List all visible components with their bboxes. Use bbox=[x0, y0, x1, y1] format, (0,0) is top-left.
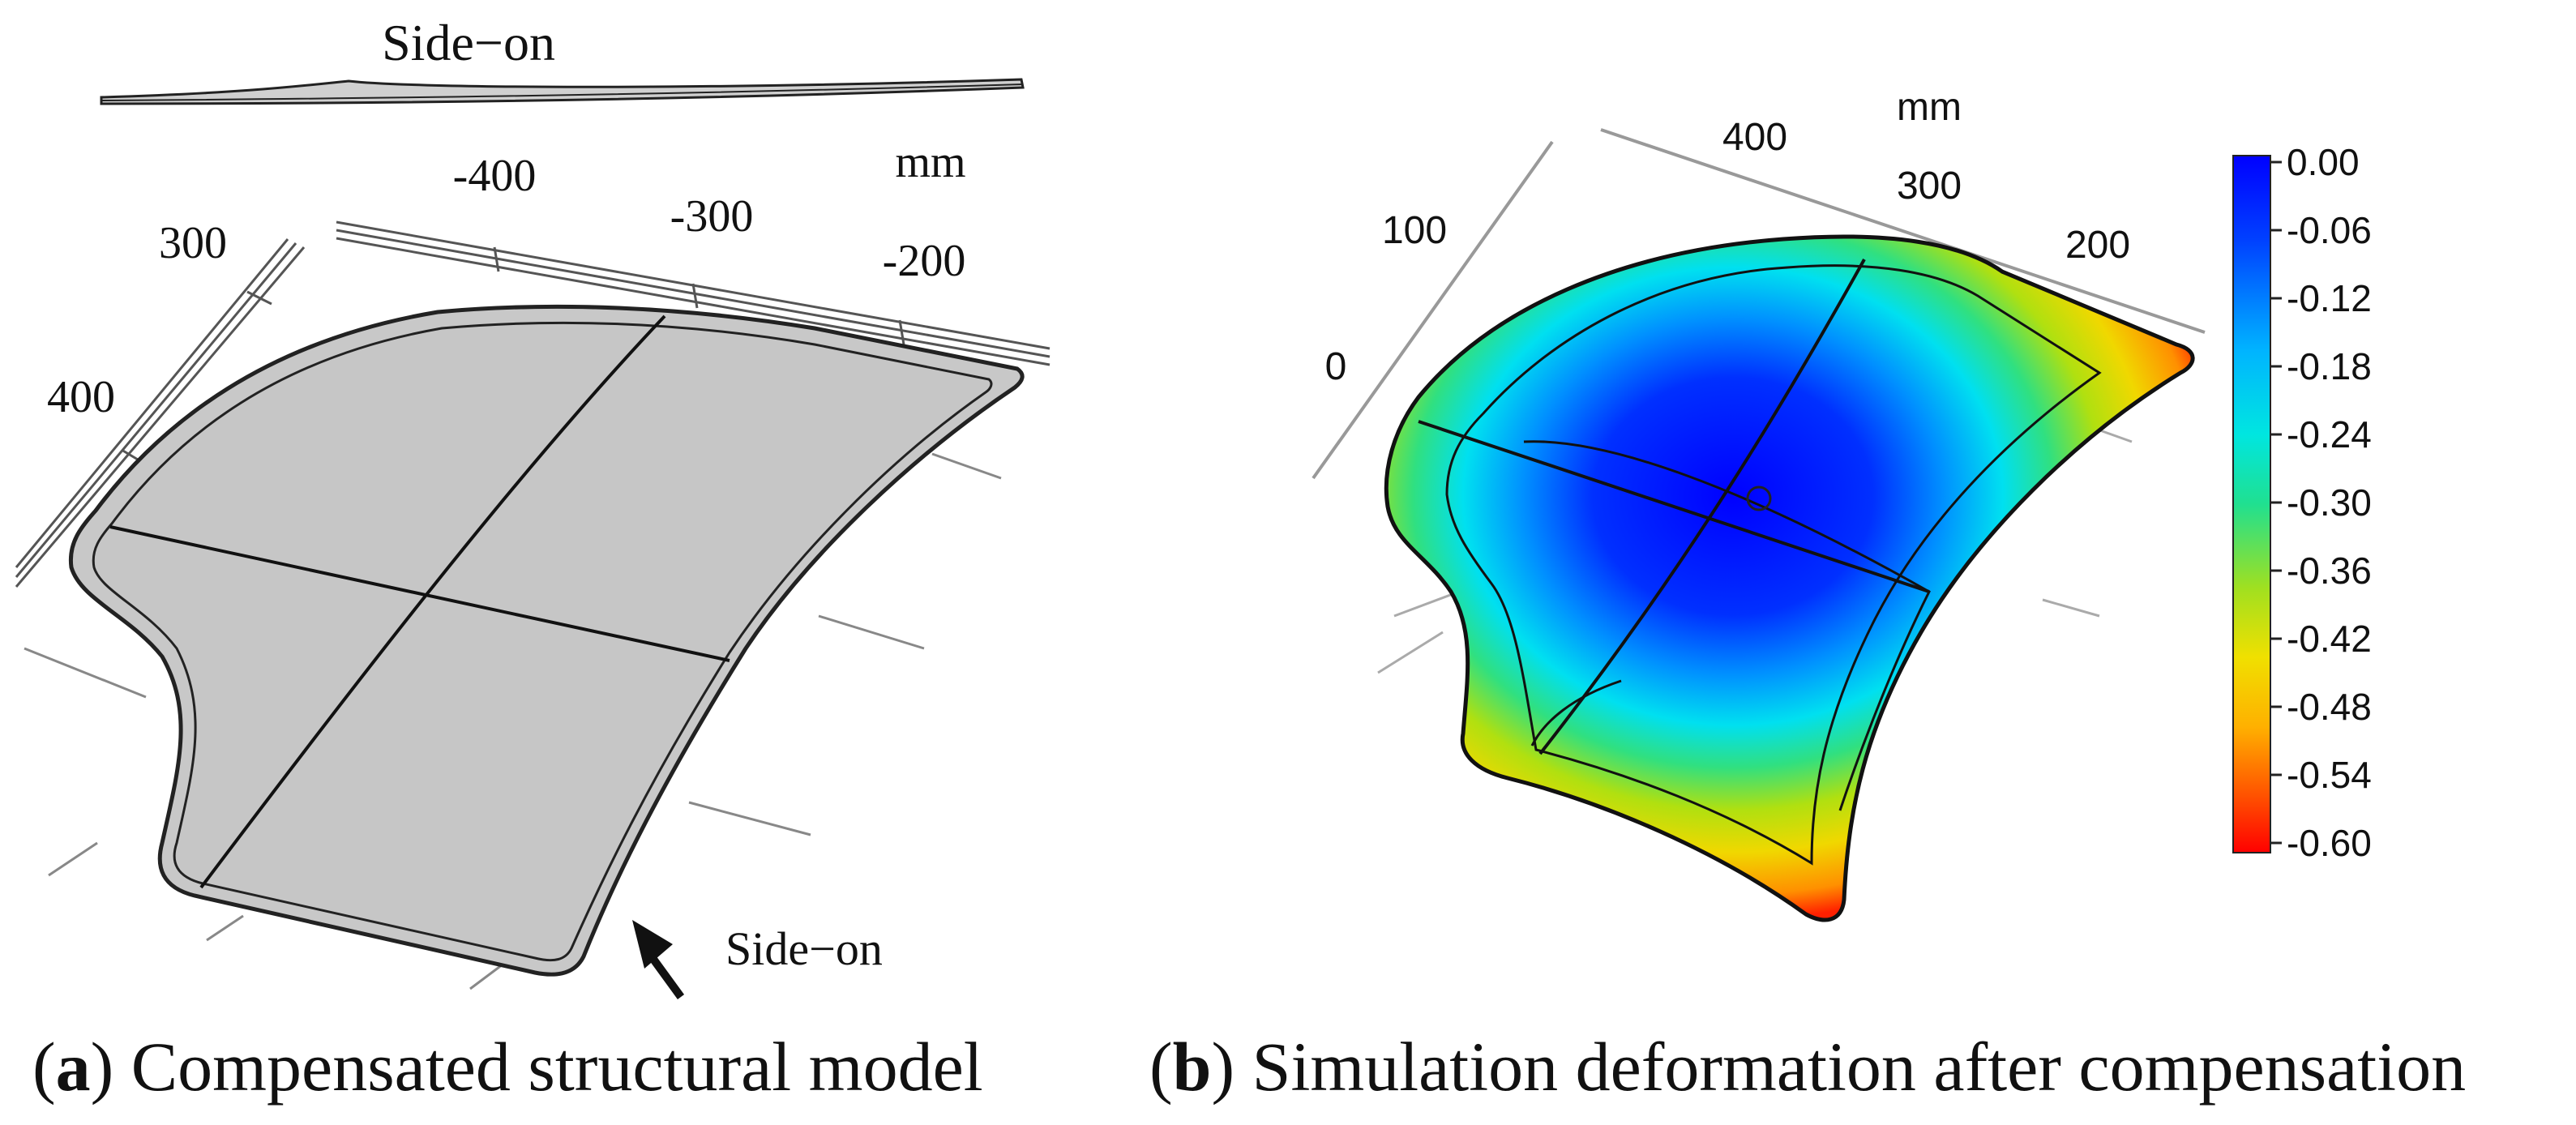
caption-b-text: Simulation deformation after compensatio… bbox=[1235, 1028, 2466, 1106]
surface-inner-rim bbox=[92, 321, 993, 962]
colorbar-label: -0.18 bbox=[2287, 345, 2372, 387]
axis-left-rail bbox=[15, 238, 306, 588]
caption-b-letter: b bbox=[1173, 1028, 1212, 1106]
colorbar-label: -0.06 bbox=[2287, 209, 2372, 251]
colorbar-label: -0.60 bbox=[2287, 822, 2372, 864]
tick-a-y-1: 400 bbox=[47, 372, 115, 422]
deformation-cross-horizontal bbox=[1418, 420, 1930, 593]
axis-top-rail bbox=[336, 220, 1051, 366]
structural-surface bbox=[68, 304, 1025, 977]
tick-b-top-2: 200 bbox=[2065, 224, 2130, 267]
tick-a-y-0: 300 bbox=[159, 218, 227, 268]
deformation-inner bbox=[1445, 264, 2102, 866]
ground-grid bbox=[24, 452, 1002, 990]
unit-b: mm bbox=[1897, 86, 1962, 129]
panel-a: Side−on bbox=[15, 14, 1051, 1106]
deformation-cross-vertical bbox=[1538, 259, 1866, 755]
caption-a-text: Compensated structural model bbox=[113, 1028, 982, 1106]
deformation-inner-2 bbox=[1523, 440, 1931, 811]
colorbar-label: -0.42 bbox=[2287, 618, 2372, 660]
colorbar-scale bbox=[2232, 155, 2271, 853]
colorbar-label: -0.36 bbox=[2287, 550, 2372, 592]
tick-b-top-1: 300 bbox=[1897, 165, 1962, 207]
tick-b-left-0: 100 bbox=[1382, 209, 1447, 252]
colorbar-label: -0.48 bbox=[2287, 686, 2372, 728]
side-on-profile bbox=[100, 78, 1025, 105]
panel-b: 400 300 200 mm 100 0 0.00 -0.06 -0.12 -0.18… bbox=[1149, 86, 2466, 1106]
tick-b-left-1: 0 bbox=[1325, 345, 1347, 388]
colorbar-label: 0.00 bbox=[2287, 141, 2360, 183]
caption-a-letter: a bbox=[56, 1028, 91, 1106]
colorbar-labels: 0.00 -0.06 -0.12 -0.18 -0.24 -0.30 -0.36 -0.42 -… bbox=[2270, 141, 2372, 864]
colorbar-label: -0.24 bbox=[2287, 413, 2372, 456]
colorbar-label: -0.12 bbox=[2287, 277, 2372, 319]
deformation-marker bbox=[1746, 486, 1772, 511]
tick-a-x-2: -200 bbox=[883, 236, 966, 286]
side-on-arrow bbox=[632, 920, 685, 999]
deformation-outer bbox=[1384, 234, 2195, 922]
side-on-arrow-label: Side−on bbox=[725, 922, 883, 975]
surface-cross-vertical bbox=[199, 314, 666, 889]
colorbar-label: -0.54 bbox=[2287, 754, 2372, 796]
tick-a-x-0: -400 bbox=[453, 151, 537, 201]
axis-b-rails bbox=[1312, 128, 2206, 480]
tick-a-x-1: -300 bbox=[670, 191, 754, 242]
surface-cross-horizontal bbox=[109, 525, 730, 662]
side-on-title: Side−on bbox=[382, 14, 555, 71]
colorbar: 0.00 -0.06 -0.12 -0.18 -0.24 -0.30 -0.36 -0.42 -… bbox=[2232, 141, 2372, 864]
deformation-surface bbox=[1384, 234, 2195, 922]
unit-a: mm bbox=[895, 137, 965, 187]
tick-b-top-0: 400 bbox=[1722, 116, 1787, 159]
caption-b: (b) Simulation deformation after compens… bbox=[1149, 1028, 2466, 1106]
caption-a: (a) Compensated structural model bbox=[32, 1028, 983, 1106]
colorbar-label: -0.30 bbox=[2287, 481, 2372, 524]
